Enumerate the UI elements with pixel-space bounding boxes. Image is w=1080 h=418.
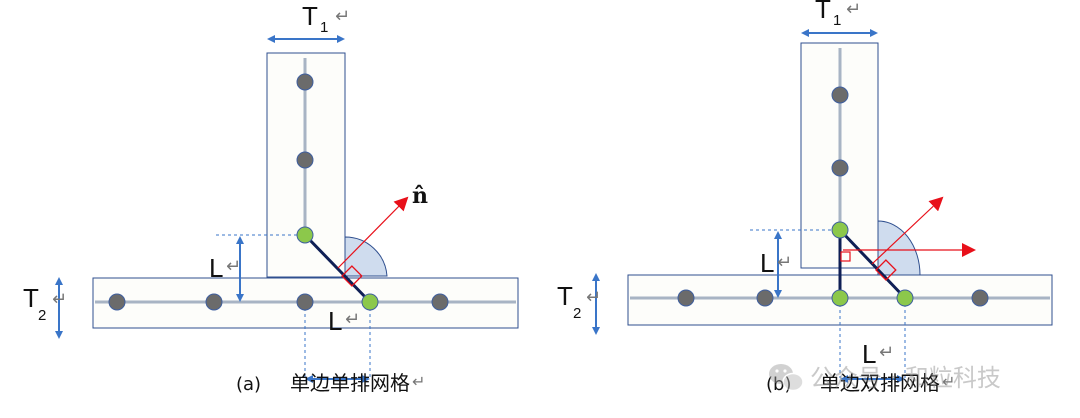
- t2-label: T: [23, 283, 39, 313]
- mesh-node: [971, 289, 989, 307]
- return-mark: ↵: [412, 372, 425, 391]
- mesh-node: [205, 293, 223, 311]
- normal-vector: [337, 196, 409, 269]
- return-mark: ↵: [335, 6, 350, 27]
- watermark-text: 公众号 · 和粒科技: [810, 364, 1001, 392]
- mesh-node: [831, 86, 849, 104]
- caption-prefix: (a): [236, 374, 261, 395]
- l-vertical-label: L: [760, 248, 774, 278]
- l-horizontal-label: L: [862, 339, 876, 369]
- watermark: 公众号 · 和粒科技: [769, 364, 1001, 392]
- mesh-node: [296, 293, 314, 311]
- mesh-node: [431, 293, 449, 311]
- t2-label: T: [557, 281, 573, 311]
- weld-node: [896, 289, 914, 307]
- return-mark: ↵: [345, 309, 360, 330]
- right-angle-mark: [840, 251, 851, 262]
- weld-node: [831, 221, 849, 239]
- normal-vector-label: n̂: [412, 183, 428, 209]
- return-mark: ↵: [586, 287, 601, 308]
- mesh-node: [296, 73, 314, 91]
- wechat-icon: [769, 364, 804, 392]
- l-vertical-label: L: [209, 253, 223, 283]
- return-mark: ↵: [226, 256, 241, 277]
- caption-text: 单边双排网格: [820, 371, 940, 395]
- caption-prefix: (b): [766, 374, 791, 395]
- normal-vector: [871, 196, 944, 265]
- return-mark: ↵: [777, 252, 792, 273]
- t2-subscript: 2: [38, 307, 46, 324]
- panel-a: T 1 ↵ T 2 ↵ L ↵ L ↵ n̂ (a) 单边单排网格 ↵: [23, 1, 519, 395]
- weld-node: [361, 293, 379, 311]
- weld-fillet: [877, 220, 921, 276]
- weld-fillet: [344, 236, 388, 277]
- right-angle-mark: [341, 265, 363, 287]
- right-angle-mark: [875, 259, 897, 281]
- t1-label: T: [302, 1, 318, 31]
- return-mark: ↵: [52, 289, 67, 310]
- caption-text: 单边单排网格: [290, 371, 410, 395]
- return-mark: ↵: [846, 0, 861, 20]
- l-horizontal-label: L: [328, 306, 342, 336]
- return-mark: ↵: [879, 342, 894, 363]
- return-mark: ↵: [942, 372, 955, 391]
- weld-node: [831, 289, 849, 307]
- mesh-node: [296, 151, 314, 169]
- mesh-node: [677, 289, 695, 307]
- t2-subscript: 2: [573, 305, 581, 322]
- mesh-node: [756, 289, 774, 307]
- mesh-node: [108, 293, 126, 311]
- t1-subscript: 1: [320, 19, 328, 36]
- panel-b: T 1 ↵ T 2 ↵ L ↵ L ↵ (b) 单边双排网格 ↵: [557, 0, 1053, 395]
- weld-element: [303, 233, 372, 304]
- mesh-node: [831, 159, 849, 177]
- weld-node: [296, 226, 314, 244]
- t1-subscript: 1: [833, 12, 841, 29]
- t1-label: T: [815, 0, 831, 24]
